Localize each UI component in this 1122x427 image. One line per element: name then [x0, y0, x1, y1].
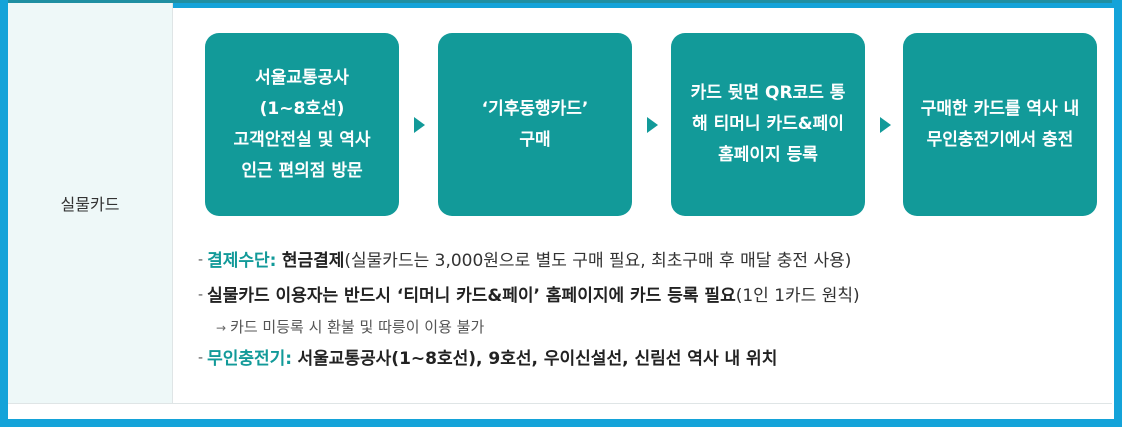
dash-bullet: -: [198, 287, 204, 303]
notes-list: -결제수단: 현금결제(실물카드는 3,000원으로 별도 구매 필요, 최초구…: [198, 246, 1098, 379]
arrow-right-icon: [880, 117, 891, 133]
dash-bullet: -: [198, 350, 204, 366]
refund-note: 카드 미등록 시 환불 및 따릉이 이용 불가: [230, 318, 485, 336]
category-label: 실물카드: [60, 195, 120, 214]
dash-bullet: -: [198, 252, 204, 268]
note-payment: -결제수단: 현금결제(실물카드는 3,000원으로 별도 구매 필요, 최초구…: [198, 246, 1098, 281]
payment-detail: (실물카드는 3,000원으로 별도 구매 필요, 최초구매 후 매달 충전 사…: [344, 251, 852, 271]
purchase-steps: 서울교통공사 (1~8호선) 고객안전실 및 역사 인근 편의점 방문 ‘기후동…: [197, 33, 1097, 217]
payment-label: 결제수단:: [207, 251, 277, 271]
sub-arrow-icon: →: [216, 321, 227, 335]
step-1-box: 서울교통공사 (1~8호선) 고객안전실 및 역사 인근 편의점 방문: [205, 33, 399, 216]
arrow-right-icon: [414, 117, 425, 133]
step-2-box: ‘기후동행카드’ 구매: [438, 33, 632, 216]
step-4-box: 구매한 카드를 역사 내 무인충전기에서 충전: [903, 33, 1097, 216]
step-3-box: 카드 뒷면 QR코드 통 해 티머니 카드&페이 홈페이지 등록: [671, 33, 865, 216]
card-user-text: 실물카드 이용자는 반드시 ‘티머니 카드&페이’ 홈페이지에 카드 등록 필요: [207, 286, 736, 306]
card-user-detail: (1인 1카드 원칙): [735, 286, 860, 306]
table-top-border: [8, 0, 1112, 3]
note-card-user: -실물카드 이용자는 반드시 ‘티머니 카드&페이’ 홈페이지에 카드 등록 필…: [198, 281, 1098, 316]
payment-value: 현금결제: [281, 251, 345, 271]
charger-value: 서울교통공사(1~8호선), 9호선, 우이신설선, 신림선 역사 내 위치: [297, 349, 778, 369]
charger-label: 무인충전기:: [207, 349, 293, 369]
category-cell: 실물카드: [8, 3, 173, 403]
note-charger: -무인충전기: 서울교통공사(1~8호선), 9호선, 우이신설선, 신림선 역…: [198, 344, 1098, 379]
table-bottom-border: [8, 403, 1112, 404]
arrow-right-icon: [647, 117, 658, 133]
note-refund: →카드 미등록 시 환불 및 따릉이 이용 불가: [198, 316, 1098, 344]
